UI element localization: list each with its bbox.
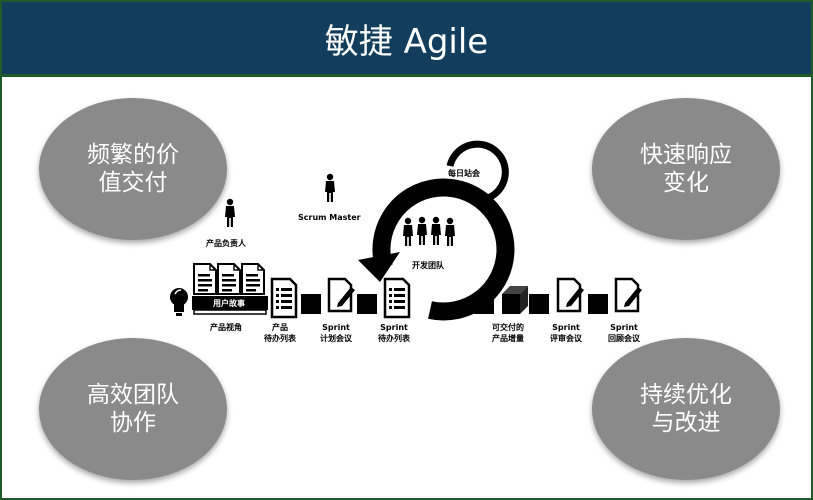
circle-text-line: 快速响应 <box>640 142 732 168</box>
person-icon <box>431 216 441 245</box>
step-label-increment: 可交付的 产品增量 <box>492 322 524 344</box>
user-stories-label: 用户故事 <box>213 299 245 308</box>
step-label-line: 计划会议 <box>320 334 352 343</box>
step-label-product-backlog: 产品 待办列表 <box>264 322 296 344</box>
user-stories-bar <box>192 296 268 310</box>
circle-text-line: 持续优化 <box>640 382 732 408</box>
daily-standup-cycle-icon <box>446 140 509 208</box>
step-label-sprint-retrospective: Sprint 回顾会议 <box>608 322 640 344</box>
person-icon <box>445 217 455 246</box>
daily-standup-label: 每日站会 <box>448 169 480 178</box>
pencil-document-icon <box>614 277 642 313</box>
step-label-line: 回顾会议 <box>608 334 640 343</box>
step-label-sprint-review: Sprint 评审会议 <box>550 322 582 344</box>
pencil-document-icon <box>327 277 355 313</box>
pencil-document-icon <box>556 277 584 313</box>
step-label-line: 待办列表 <box>264 334 296 343</box>
person-icon <box>403 217 413 246</box>
step-label-line: 评审会议 <box>550 334 582 343</box>
dev-team-label: 开发团队 <box>412 261 444 270</box>
title-bar: 敏捷 Agile <box>2 2 811 77</box>
person-icon <box>225 198 235 227</box>
slide-title: 敏捷 Agile <box>324 21 489 62</box>
person-icon <box>417 216 427 245</box>
list-document-icon <box>383 277 411 319</box>
circle-text-line: 值交付 <box>98 170 168 196</box>
step-label-line: Sprint <box>610 323 638 332</box>
step-label-product-vision: 产品视角 <box>210 322 242 333</box>
connector-square <box>301 294 321 314</box>
circle-continuous-improvement: 持续优化与改进 <box>592 338 780 480</box>
user-stories-documents <box>192 263 268 315</box>
cube-icon <box>502 286 528 314</box>
step-label-line: Sprint <box>552 323 580 332</box>
lightbulb-icon <box>170 288 188 316</box>
document-icon <box>241 263 265 295</box>
circle-rapid-response: 快速响应变化 <box>592 98 780 240</box>
step-label-sprint-planning: Sprint 计划会议 <box>320 322 352 344</box>
circle-text-line: 频繁的价 <box>87 142 179 168</box>
step-label-sprint-backlog: Sprint 待办列表 <box>378 322 410 344</box>
step-label-line: Sprint <box>380 323 408 332</box>
connector-square <box>588 294 608 314</box>
connector-square <box>357 294 377 314</box>
connector-square <box>529 294 549 314</box>
person-icon <box>325 173 335 202</box>
scrum-master-label: Scrum Master <box>298 213 361 222</box>
list-document-icon <box>270 277 298 319</box>
step-label-line: Sprint <box>322 323 350 332</box>
circle-text-line: 与改进 <box>651 410 721 436</box>
step-label-line: 待办列表 <box>378 334 410 343</box>
circle-text-line: 协作 <box>110 410 156 436</box>
step-label-line: 产品增量 <box>492 334 524 343</box>
circle-text-line: 高效团队 <box>87 382 179 408</box>
document-icon <box>217 263 241 295</box>
step-label-line: 产品视角 <box>210 323 242 332</box>
product-owner-label: 产品负责人 <box>206 239 246 248</box>
circle-frequent-value-delivery: 频繁的价值交付 <box>39 98 227 240</box>
circle-text-line: 变化 <box>663 170 709 196</box>
circle-team-collaboration: 高效团队协作 <box>39 338 227 480</box>
step-label-line: 可交付的 <box>492 323 524 332</box>
document-icon <box>193 263 217 295</box>
step-label-line: 产品 <box>272 323 288 332</box>
